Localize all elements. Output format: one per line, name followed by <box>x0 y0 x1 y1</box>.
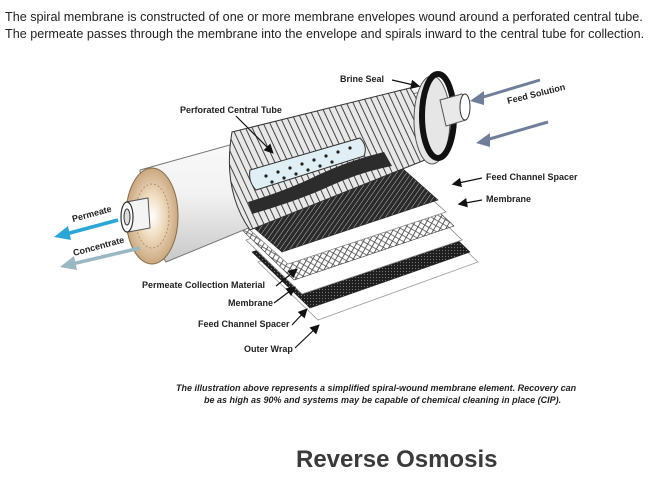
permeate-outlet <box>120 197 151 233</box>
permeate-arrow <box>54 218 119 240</box>
label-brine-seal: Brine Seal <box>340 74 384 84</box>
flow-arrows <box>54 78 549 270</box>
label-permeate: Permeate <box>71 204 113 224</box>
label-feed-channel-spacer-right: Feed Channel Spacer <box>486 172 578 182</box>
label-membrane-right: Membrane <box>486 194 531 204</box>
page-title: Reverse Osmosis <box>296 446 498 473</box>
label-membrane-left: Membrane <box>228 298 273 308</box>
brine-seal <box>413 71 471 165</box>
membrane-cylinder <box>120 71 471 265</box>
feed-arrow-bottom <box>476 120 549 147</box>
feed-arrow-top <box>470 78 541 105</box>
caption: The illustration above represents a simp… <box>176 382 616 406</box>
perforated-central-tube <box>249 137 366 191</box>
label-feed-solution: Feed Solution <box>506 82 566 106</box>
label-feed-channel-spacer-left: Feed Channel Spacer <box>198 319 290 329</box>
label-outer-wrap: Outer Wrap <box>244 344 293 354</box>
label-permeate-collection-material: Permeate Collection Material <box>142 280 265 290</box>
caption-line-2: be as high as 90% and systems may be cap… <box>204 395 562 405</box>
concentrate-arrow <box>60 246 141 270</box>
caption-line-1: The illustration above represents a simp… <box>176 383 577 393</box>
intro-paragraph: The spiral membrane is constructed of on… <box>5 10 645 41</box>
label-perforated-central-tube: Perforated Central Tube <box>180 105 282 115</box>
leader-lines <box>235 79 483 349</box>
